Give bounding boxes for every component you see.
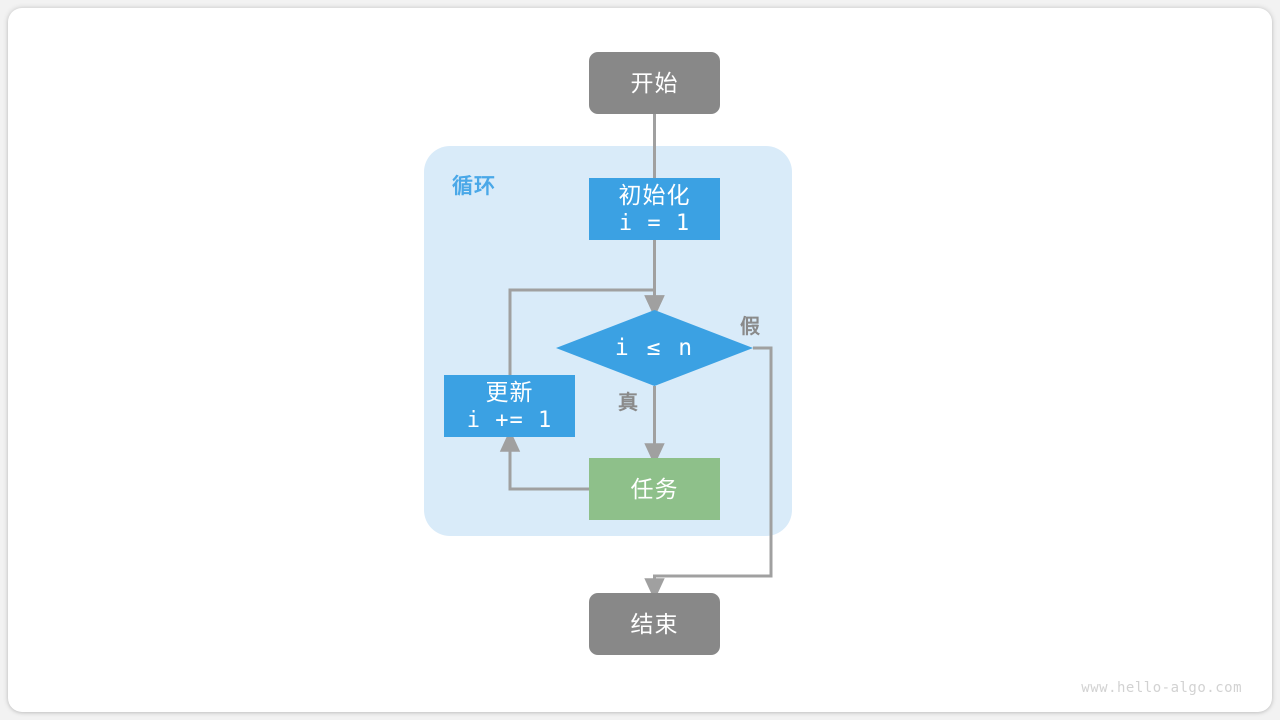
init-node[interactable]: 初始化 i = 1 xyxy=(589,178,720,240)
watermark: www.hello-algo.com xyxy=(1081,680,1242,696)
edge-label-false: 假 xyxy=(740,316,761,338)
end-node-label: 结束 xyxy=(630,611,679,637)
condition-diamond-shape xyxy=(556,310,753,386)
task-node[interactable]: 任务 xyxy=(589,458,720,520)
init-node-label: 初始化 xyxy=(618,182,691,208)
init-node-expression: i = 1 xyxy=(618,211,691,236)
loop-container-label: 循环 xyxy=(452,175,496,198)
edge-label-true: 真 xyxy=(618,392,639,414)
edge-update-to-condition xyxy=(508,288,665,375)
task-node-label: 任务 xyxy=(630,476,679,502)
edge-condition-to-end xyxy=(644,346,773,601)
start-node-label: 开始 xyxy=(630,70,679,96)
update-node-expression: i += 1 xyxy=(466,408,553,433)
condition-node[interactable]: i ≤ n xyxy=(556,310,753,386)
update-node[interactable]: 更新 i += 1 xyxy=(444,375,575,437)
condition-node-label: i ≤ n xyxy=(614,335,695,361)
edge-task-to-update xyxy=(499,429,589,491)
end-node[interactable]: 结束 xyxy=(589,593,720,655)
start-node[interactable]: 开始 xyxy=(589,52,720,114)
update-node-label: 更新 xyxy=(485,379,534,405)
